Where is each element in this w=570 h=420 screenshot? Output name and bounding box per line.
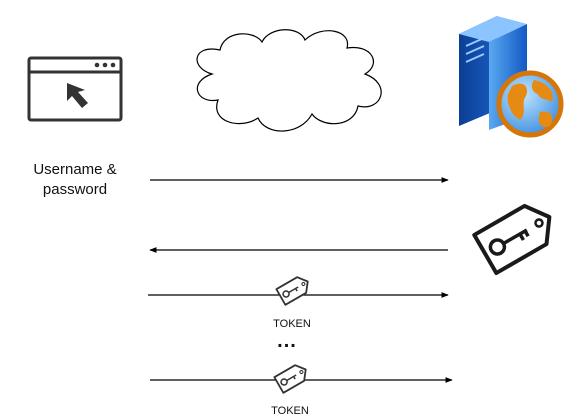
credentials-label: Username & password <box>33 161 117 198</box>
key-tag-icon <box>472 203 552 276</box>
cloud-icon <box>196 29 382 132</box>
token-tag-icon-2 <box>273 364 307 394</box>
token-label: TOKEN <box>271 405 309 417</box>
globe-icon <box>496 70 564 138</box>
ellipsis-label: ... <box>277 330 297 352</box>
token-tag-icon-1 <box>275 276 309 306</box>
browser-window-icon <box>27 56 123 122</box>
token-label: TOKEN <box>273 318 311 330</box>
web-server-icon <box>459 16 564 138</box>
cursor-icon <box>67 83 88 108</box>
